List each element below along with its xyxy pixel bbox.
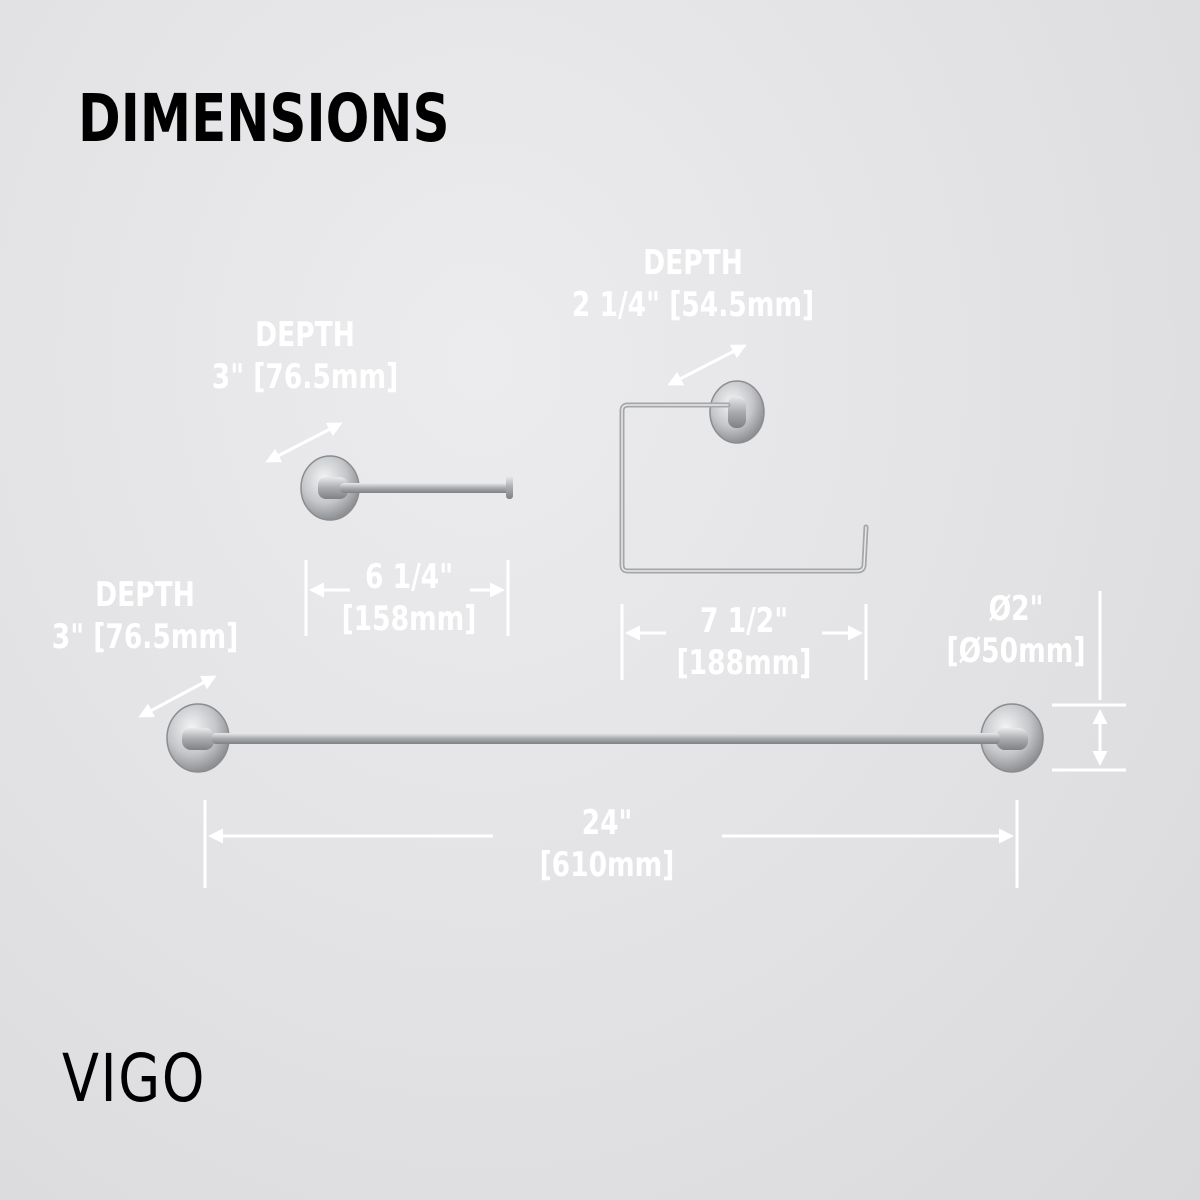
dimension-lines: [138, 344, 1126, 888]
towel-ring-depth-label: DEPTH 2 1/4" [54.5mm]: [571, 243, 815, 325]
paper-holder-length-label: 6 1/4" [158mm]: [341, 557, 477, 639]
towel-bar-depth-label: DEPTH 3" [76.5mm]: [51, 575, 239, 657]
towel-bar-length-label: 24" [610mm]: [539, 803, 675, 885]
towel-bar-diameter-label: Ø2" [Ø50mm]: [946, 589, 1086, 671]
paper-holder-depth-label: DEPTH 3" [76.5mm]: [211, 315, 399, 397]
towel-ring-width-label: 7 1/2" [188mm]: [676, 601, 812, 683]
towel-ring: [619, 380, 869, 574]
vigo-logo: VIGO: [62, 1040, 207, 1117]
towel-bar: [166, 703, 1044, 773]
paper-holder: [300, 455, 513, 521]
page-title: DIMENSIONS: [78, 80, 450, 157]
